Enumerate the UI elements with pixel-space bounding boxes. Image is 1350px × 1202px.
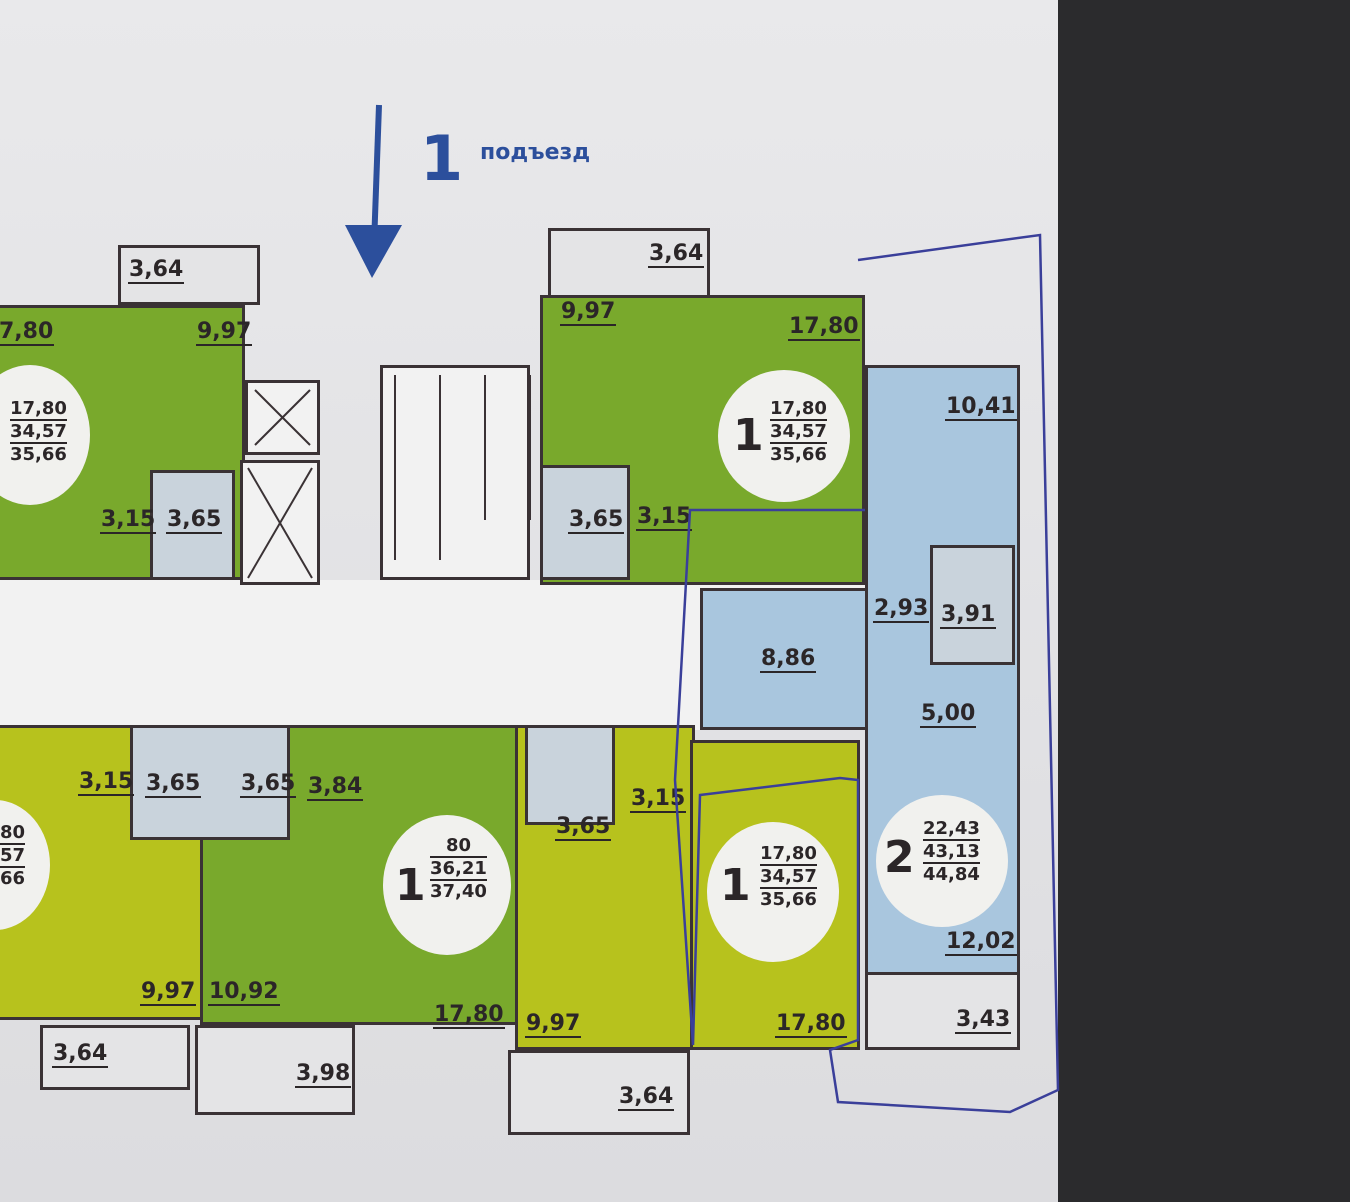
bathroom xyxy=(150,470,235,580)
room-area: 3,64 xyxy=(618,1084,675,1111)
room-area: 10,41 xyxy=(945,394,1017,421)
room-area: 9,97 xyxy=(560,299,617,326)
area-disc xyxy=(876,795,1008,927)
room-area: 17,80 xyxy=(788,314,860,341)
room-area: 10,92 xyxy=(208,979,280,1006)
room-area: 3,65 xyxy=(555,814,612,841)
hallway xyxy=(700,588,868,730)
room-area: 3,15 xyxy=(100,507,157,534)
room-area: 3,64 xyxy=(128,257,185,284)
room-area: 3,15 xyxy=(78,769,135,796)
room-area: 17,80 xyxy=(775,1011,847,1038)
entrance-arrow-icon xyxy=(345,104,402,278)
room-area: 17,80 xyxy=(433,1002,505,1029)
room-area: 3,65 xyxy=(568,507,625,534)
area-disc xyxy=(707,822,839,962)
room-area: 3,43 xyxy=(955,1007,1012,1034)
area-disc xyxy=(718,370,850,502)
balcony xyxy=(865,972,1020,1050)
area-disc xyxy=(383,815,511,955)
room-area: 2,93 xyxy=(873,596,930,623)
bathrooms xyxy=(130,725,290,840)
balcony xyxy=(195,1025,355,1115)
bathroom xyxy=(525,725,615,825)
room-area: 9,97 xyxy=(196,319,253,346)
room-area: 3,65 xyxy=(240,771,297,798)
balcony xyxy=(40,1025,190,1090)
handwritten-outline xyxy=(673,233,1060,1114)
entrance-number: 1 xyxy=(420,122,464,195)
room-count: 1 xyxy=(720,860,751,911)
room-area: 3,15 xyxy=(636,504,693,531)
room-area: 3,84 xyxy=(307,774,364,801)
room-area: 12,02 xyxy=(945,929,1017,956)
room-count: 1 xyxy=(733,410,764,461)
bathroom xyxy=(930,545,1015,665)
room-area: 5,00 xyxy=(920,701,977,728)
room-area: 3,91 xyxy=(940,602,997,629)
room-area: 8,86 xyxy=(760,646,817,673)
room-area: 7,80 xyxy=(0,319,55,346)
balcony xyxy=(508,1050,690,1135)
stair-steps xyxy=(247,375,531,579)
room-area: 3,98 xyxy=(295,1061,352,1088)
room-area: 3,65 xyxy=(145,771,202,798)
room-area: 3,64 xyxy=(648,241,705,268)
entrance-label: подъезд xyxy=(480,140,591,165)
room-area: 9,97 xyxy=(140,979,197,1006)
room-count: 2 xyxy=(884,832,915,883)
bathroom xyxy=(540,465,630,580)
room-area: 3,65 xyxy=(166,507,223,534)
room-area: 3,64 xyxy=(52,1041,109,1068)
room-count: 1 xyxy=(395,860,426,911)
room-area: 9,97 xyxy=(525,1011,582,1038)
stairwell xyxy=(380,365,530,580)
balcony xyxy=(118,245,260,305)
